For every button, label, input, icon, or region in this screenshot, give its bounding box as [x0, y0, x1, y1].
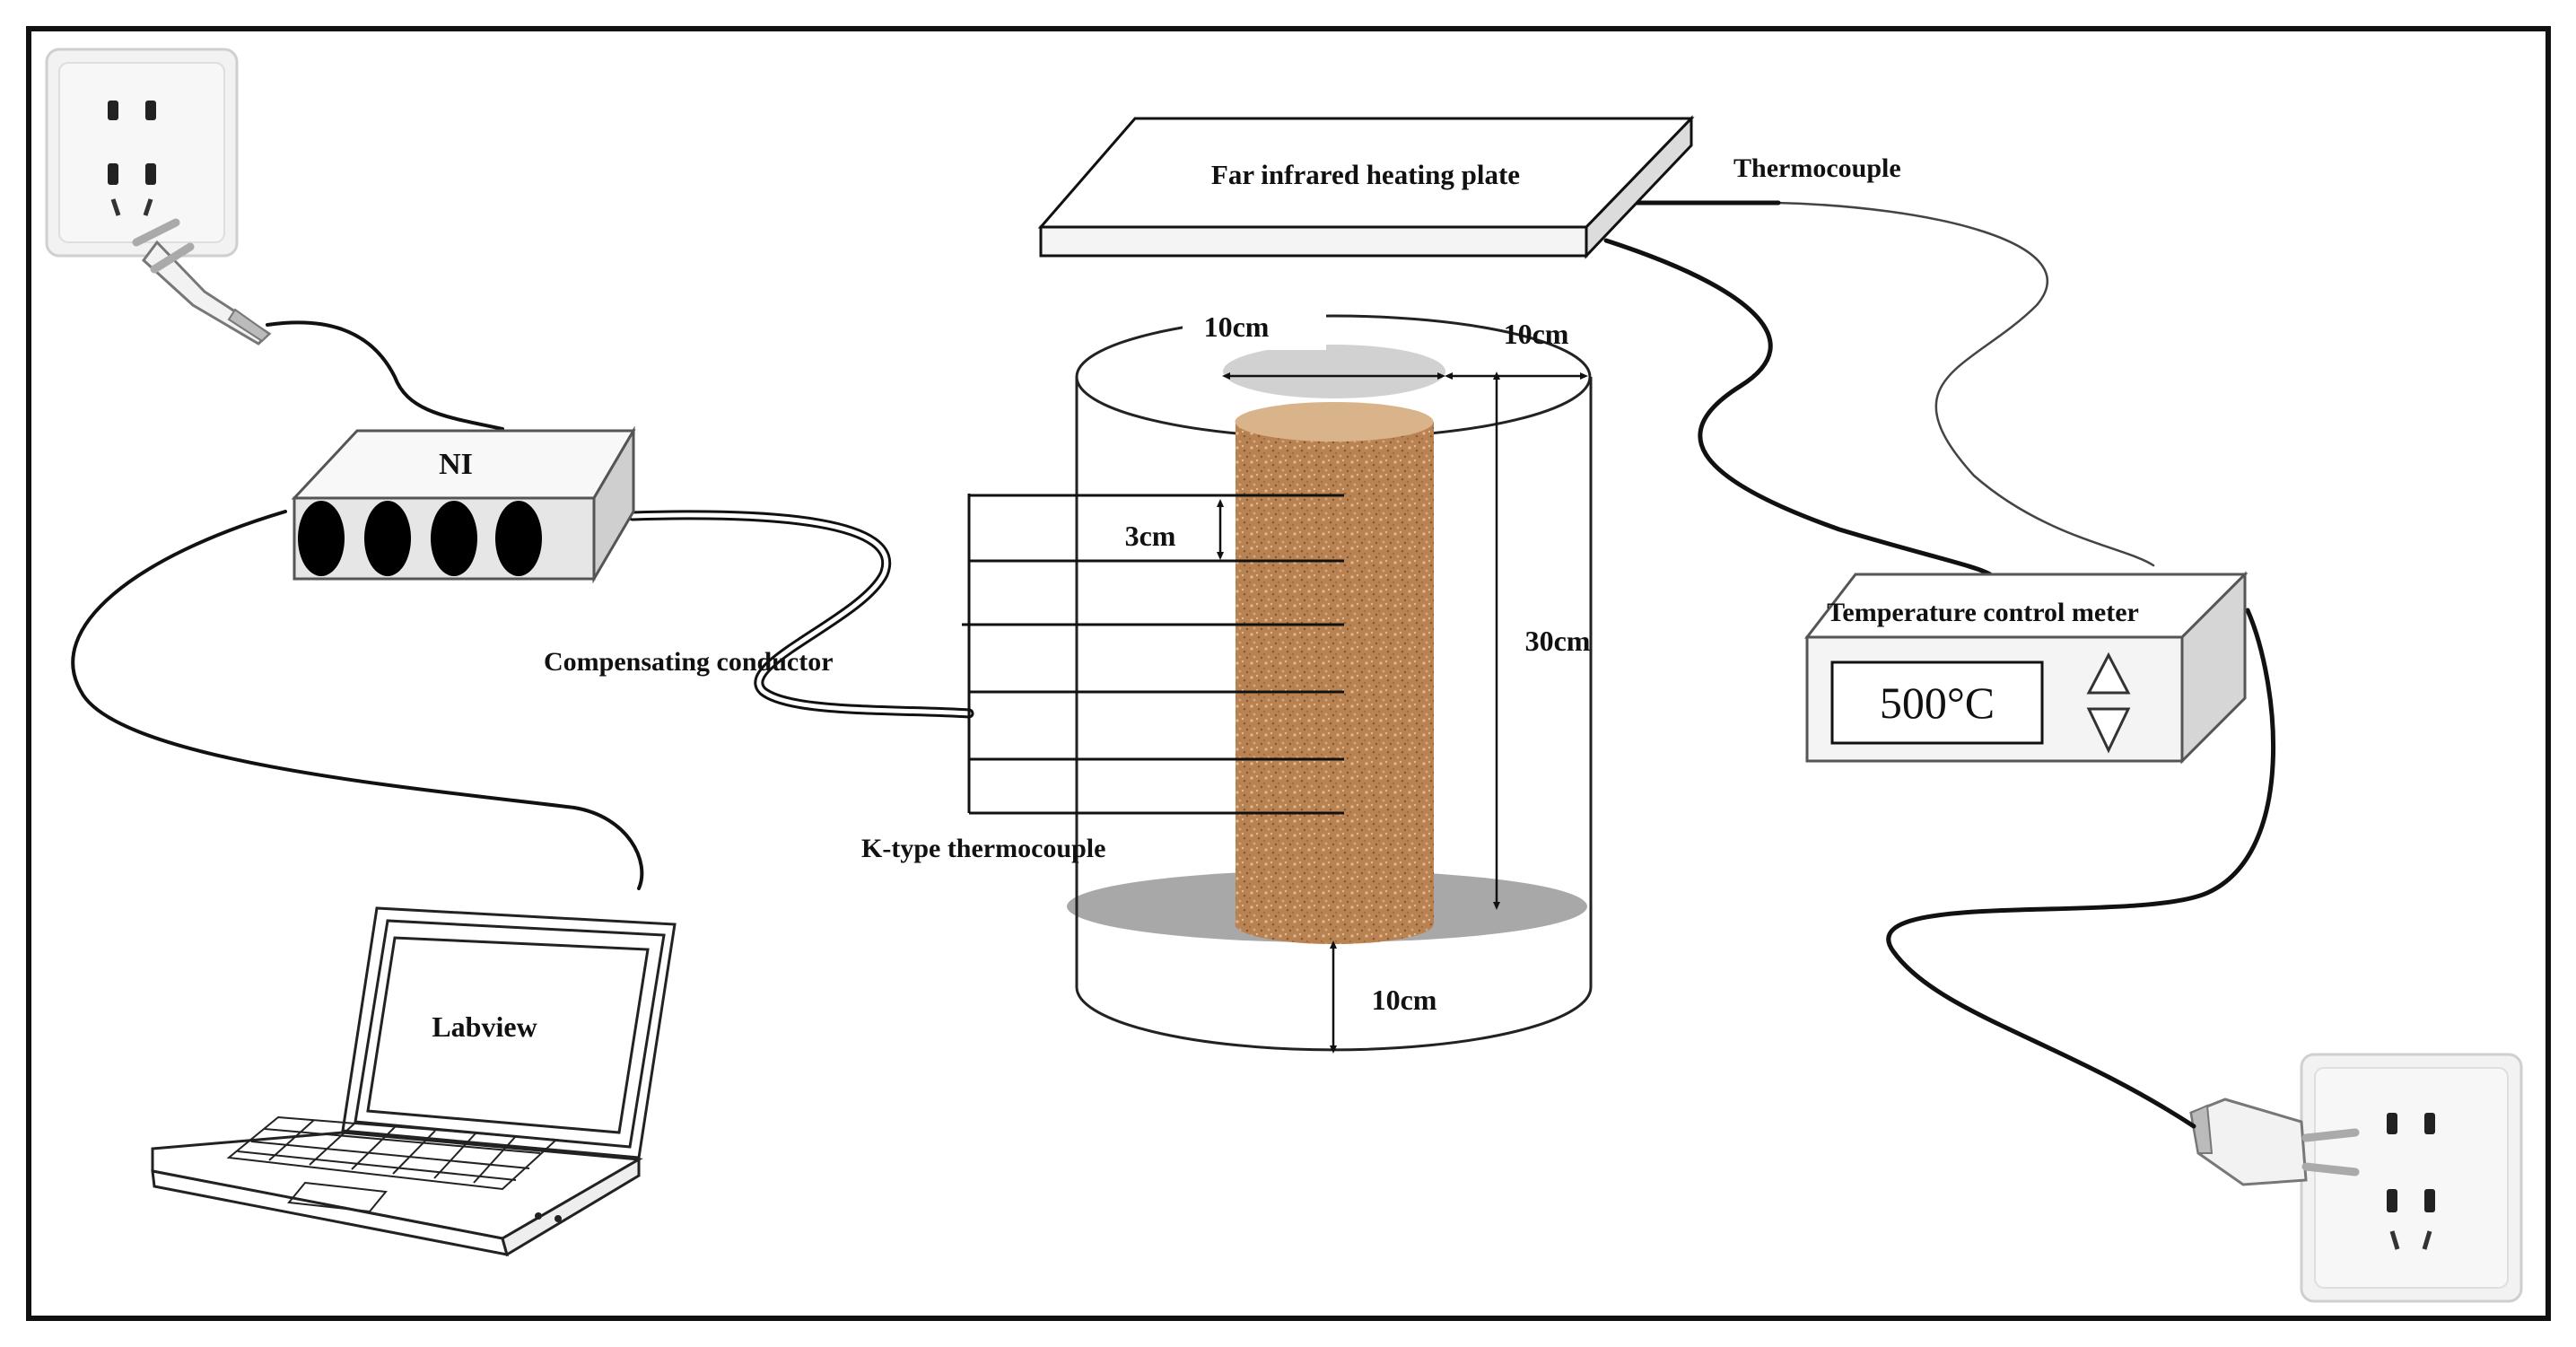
laptop-keyboard	[226, 1115, 559, 1191]
ni-port-4	[495, 501, 542, 576]
temperature-control-meter	[1803, 571, 2249, 765]
data-cable-ni-laptop	[71, 510, 644, 890]
heating-plate	[1037, 115, 1695, 259]
power-cable-heater-meter	[1603, 238, 1993, 577]
left-power-plug	[132, 218, 272, 345]
dim-spacing-label: 3cm	[1125, 520, 1176, 552]
dim-height-label: 30cm	[1525, 625, 1591, 657]
compensating-conductor-label: Compensating conductor	[544, 647, 834, 677]
ni-port-2	[364, 501, 411, 576]
laptop	[151, 906, 677, 1257]
left-wall-socket	[45, 48, 239, 258]
meter-up-arrow-icon	[2086, 652, 2131, 695]
ni-label: NI	[439, 448, 473, 481]
laptop-trackpad	[287, 1181, 388, 1213]
power-cable-left	[266, 320, 504, 431]
meter-down-arrow-icon	[2086, 707, 2131, 754]
meter-display-value: 500°C	[1880, 678, 1995, 728]
labview-label: Labview	[432, 1010, 537, 1043]
ni-port-1	[298, 501, 345, 576]
k-type-thermocouple-probes	[962, 494, 1344, 815]
heating-plate-label: Far infrared heating plate	[1211, 159, 1520, 190]
thermocouple-wire	[1775, 201, 2155, 567]
ni-acquisition-box	[291, 425, 636, 584]
dim-bottom-label: 10cm	[1372, 984, 1437, 1016]
meter-display-screen	[1830, 660, 2044, 745]
top-opening	[1223, 345, 1445, 398]
dim-diameter-label: 10cm	[1204, 311, 1270, 343]
k-type-thermocouple-label: K-type thermocouple	[861, 834, 1105, 863]
power-cable-meter-right	[1886, 608, 2276, 1129]
ni-port-3	[431, 501, 477, 576]
temperature-control-meter-label: Temperature control meter	[1827, 598, 2139, 627]
sample-column	[1235, 402, 1434, 944]
right-wall-socket	[2300, 1053, 2523, 1303]
dimension-lines	[1217, 372, 1588, 1054]
dim-gap-label: 10cm	[1504, 318, 1569, 350]
right-power-plug	[2189, 1098, 2360, 1186]
cables	[71, 200, 2276, 1129]
thermocouple-label: Thermocouple	[1733, 153, 1901, 183]
